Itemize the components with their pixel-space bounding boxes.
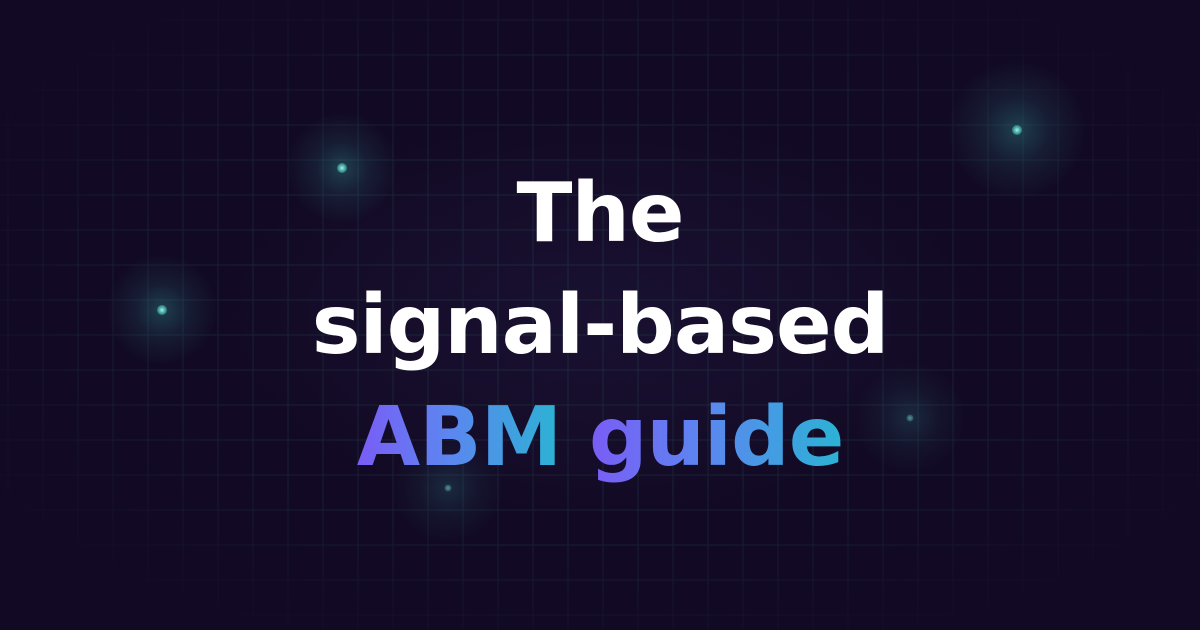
title-line-3: ABM guide bbox=[0, 382, 1200, 494]
page-title: The signal-based ABM guide bbox=[0, 158, 1200, 494]
title-line-2: signal-based bbox=[311, 278, 890, 373]
title-accent-guide: guide bbox=[588, 390, 844, 485]
title-line-1: The bbox=[516, 166, 685, 261]
title-accent-abm: ABM bbox=[356, 390, 563, 485]
